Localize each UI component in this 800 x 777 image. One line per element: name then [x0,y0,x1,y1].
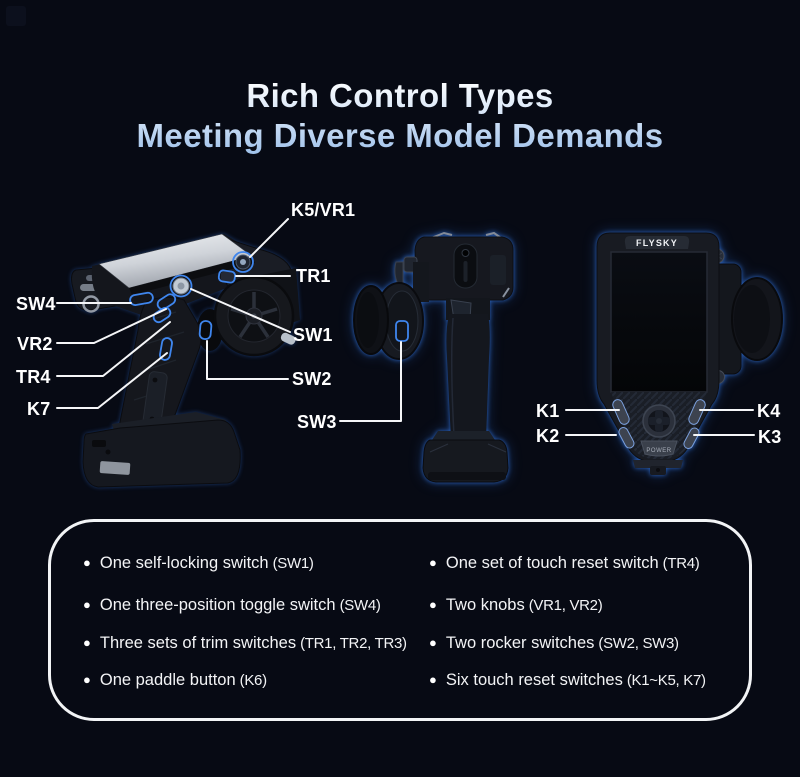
button-k3 [683,427,700,449]
highlight-sw4 [129,291,154,306]
feature-item: ● Two knobs (VR1, VR2) [429,593,603,617]
callout-line-k5-vr1 [249,218,289,258]
feature-item: ● One paddle button (K6) [83,668,267,692]
highlight-vr2 [156,293,177,311]
feature-item: ● Six touch reset switches (K1~K5, K7) [429,668,706,692]
callout-label-tr4: TR4 [16,367,51,387]
button-k1 [612,399,630,425]
base-front [422,439,509,483]
feature-code: (SW1) [272,554,314,572]
brand-label: FLYSKY [636,238,678,248]
wheel-edge-view [353,282,424,360]
transmitter-side-view [71,233,300,488]
feature-item: ● One self-locking switch (SW1) [83,551,314,575]
highlight-sw3 [395,320,409,342]
bullet-icon: ● [429,555,437,570]
callout-label-sw3: SW3 [297,412,337,432]
feature-code: (K1~K5, K7) [626,671,706,689]
callout-label-tr1: TR1 [296,266,331,286]
feature-code: (K6) [239,671,267,689]
callout-line-k7 [56,352,168,409]
callout-label-sw1: SW1 [293,325,333,345]
feature-text: Three sets of trim switches [99,633,297,652]
feature-text: One three-position toggle switch [99,595,336,614]
bullet-icon: ● [429,635,437,650]
watermark [6,6,26,26]
callout-line-sw2 [206,340,289,380]
callout-label-k4: K4 [757,401,781,421]
callout-label-k5-vr1: K5/VR1 [291,200,356,220]
paddle-button-k6 [280,332,296,345]
bullet-icon: ● [83,635,91,650]
callout-label-k2: K2 [536,426,560,446]
callout-label-k1: K1 [536,401,560,421]
feature-item: ● One set of touch reset switch (TR4) [429,551,700,575]
feature-code: (SW2, SW3) [598,634,679,652]
highlight-tr1 [217,269,237,284]
button-k2 [618,427,635,449]
callout-label-k7: K7 [27,399,51,419]
callout-label-sw2: SW2 [292,369,332,389]
transmitter-front-view [353,231,514,483]
feature-code: (TR1, TR2, TR3) [300,634,407,652]
power-button-label: POWER [646,448,671,454]
highlight-k7 [159,337,173,361]
feature-item: ● One three-position toggle switch (SW4) [83,593,381,617]
callout-line-tr4 [56,321,171,377]
highlight-tr4 [152,306,172,324]
button-k4 [688,399,706,425]
bullet-icon: ● [429,672,437,687]
feature-text: One set of touch reset switch [445,553,659,572]
feature-item: ● Two rocker switches (SW2, SW3) [429,631,679,655]
device-display [610,251,708,393]
feature-code: (VR1, VR2) [528,596,603,614]
feature-code: (SW4) [339,596,381,614]
callout-label-sw4: SW4 [16,294,56,314]
callout-label-k3: K3 [758,427,782,447]
features-panel: ● One self-locking switch (SW1) ● One th… [48,519,752,721]
callout-line-vr2 [56,308,167,344]
bullet-icon: ● [429,597,437,612]
transmitter-top-view: FLYSKY POWER [596,232,783,475]
feature-item: ● Three sets of trim switches (TR1, TR2,… [83,631,407,655]
highlight-sw1 [169,274,193,298]
callout-line-sw1 [190,288,291,333]
power-button [640,440,678,457]
feature-text: Six touch reset switches [445,670,623,689]
dpad-button [642,404,676,438]
bullet-icon: ● [83,555,91,570]
feature-text: One self-locking switch [99,553,269,572]
bullet-icon: ● [83,597,91,612]
feature-text: One paddle button [99,670,236,689]
grip-front [446,314,490,440]
callout-line-sw3 [339,341,402,422]
feature-text: Two rocker switches [445,633,595,652]
bullet-icon: ● [83,672,91,687]
highlight-sw2 [198,320,213,340]
feature-text: Two knobs [445,595,525,614]
callout-label-vr2: VR2 [17,334,53,354]
feature-code: (TR4) [662,554,700,572]
highlight-k5-vr1 [232,251,254,273]
